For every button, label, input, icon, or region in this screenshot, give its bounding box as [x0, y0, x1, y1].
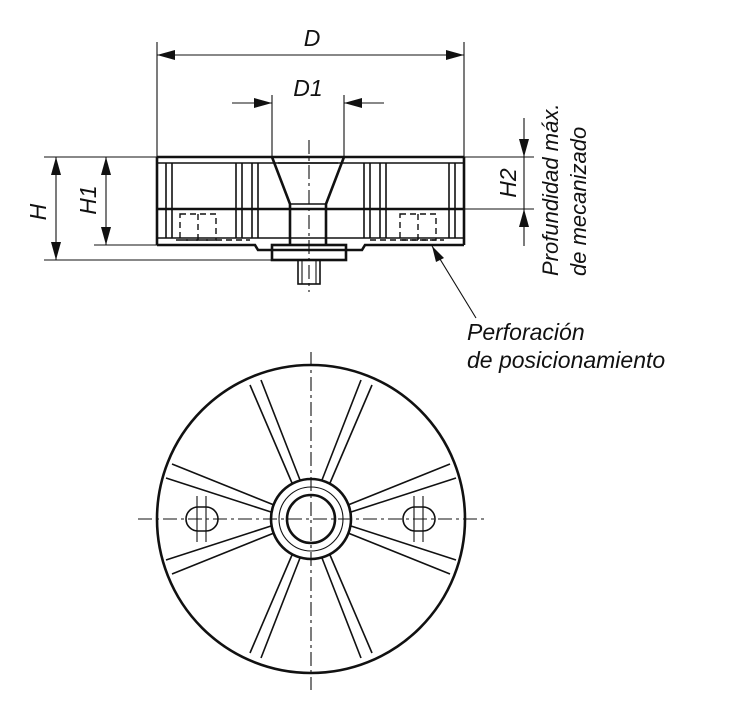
- dimension-H2: H2: [464, 118, 534, 246]
- positioning-hole-line2: de posicionamiento: [467, 347, 665, 373]
- top-view: [138, 352, 485, 690]
- max-depth-line2: de mecanizado: [566, 127, 591, 276]
- dimension-D1: D1: [232, 75, 384, 157]
- side-view: D D1 H H1: [25, 25, 665, 373]
- dimension-H1: H1: [75, 157, 157, 246]
- max-depth-line1: Profundidad máx.: [538, 104, 563, 276]
- positioning-hole-line1: Perforación: [467, 319, 585, 345]
- positioning-hole-right: [402, 496, 436, 542]
- dimension-H2-label: H2: [495, 168, 521, 198]
- dimension-D-label: D: [304, 25, 321, 51]
- positioning-hole-left: [185, 496, 219, 542]
- body-section: [155, 140, 466, 292]
- dimension-H-label: H: [25, 203, 51, 220]
- dimension-D: D: [156, 25, 465, 157]
- ribs: [165, 379, 457, 659]
- dimension-D1-label: D1: [293, 75, 322, 101]
- positioning-hole-leader: [431, 245, 477, 319]
- dimension-H1-label: H1: [75, 185, 101, 214]
- dimension-H: H: [25, 156, 272, 261]
- max-depth-note: Profundidad máx. de mecanizado: [538, 104, 591, 276]
